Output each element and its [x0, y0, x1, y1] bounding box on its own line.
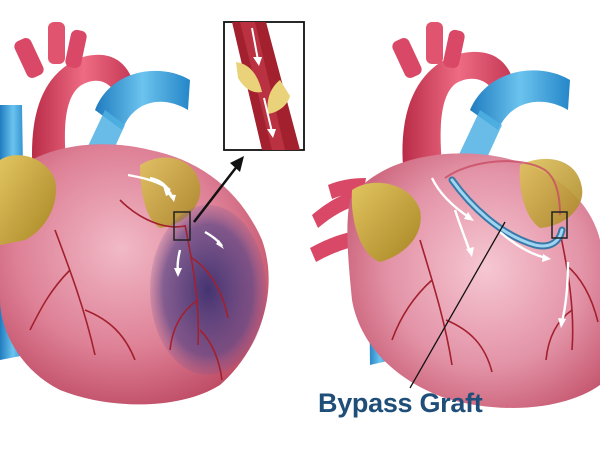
flow-arrowheads-left: [163, 186, 224, 277]
plaque-lower: [267, 80, 290, 114]
graft-leader-line: [409, 221, 506, 389]
fat-right-1: [351, 182, 421, 262]
inset-pointer-head: [230, 156, 244, 172]
aorta-branch-1: [14, 38, 44, 78]
right-heart: [310, 22, 600, 408]
blockage-highlight-box: [173, 211, 191, 241]
bypass-graft-label: Bypass Graft: [318, 388, 483, 418]
inset-arrowhead-2: [267, 129, 276, 138]
coronary-vessels-right: [391, 231, 599, 373]
aorta-right-branch-1: [392, 38, 422, 78]
inset-artery-highlight: [240, 22, 285, 150]
coronary-vessels-left: [29, 199, 229, 381]
aorta-branch-3: [65, 29, 87, 69]
blockage-inset: [193, 21, 305, 223]
bypass-graft-core: [450, 178, 564, 248]
flow-arrowheads-right: [464, 212, 566, 328]
aorta-right: [402, 51, 515, 191]
pulmonary-vessel-right: [470, 70, 570, 130]
fat-right-2: [519, 158, 583, 228]
fat-left-1: [0, 155, 56, 245]
pulmonary-vessel-left: [95, 70, 190, 130]
ischemic-area: [150, 205, 266, 375]
aorta-branch-2: [48, 22, 65, 64]
graft-highlight-box: [551, 211, 568, 239]
aorta-right-branch-3: [443, 29, 465, 69]
aorta-right-branch-2: [426, 22, 443, 64]
inset-pointer-line: [193, 164, 239, 223]
left-heart: [0, 22, 269, 405]
bypass-graft-upper: [444, 160, 561, 216]
plaque-upper: [236, 62, 262, 93]
inset-arrowhead-1: [253, 57, 262, 66]
